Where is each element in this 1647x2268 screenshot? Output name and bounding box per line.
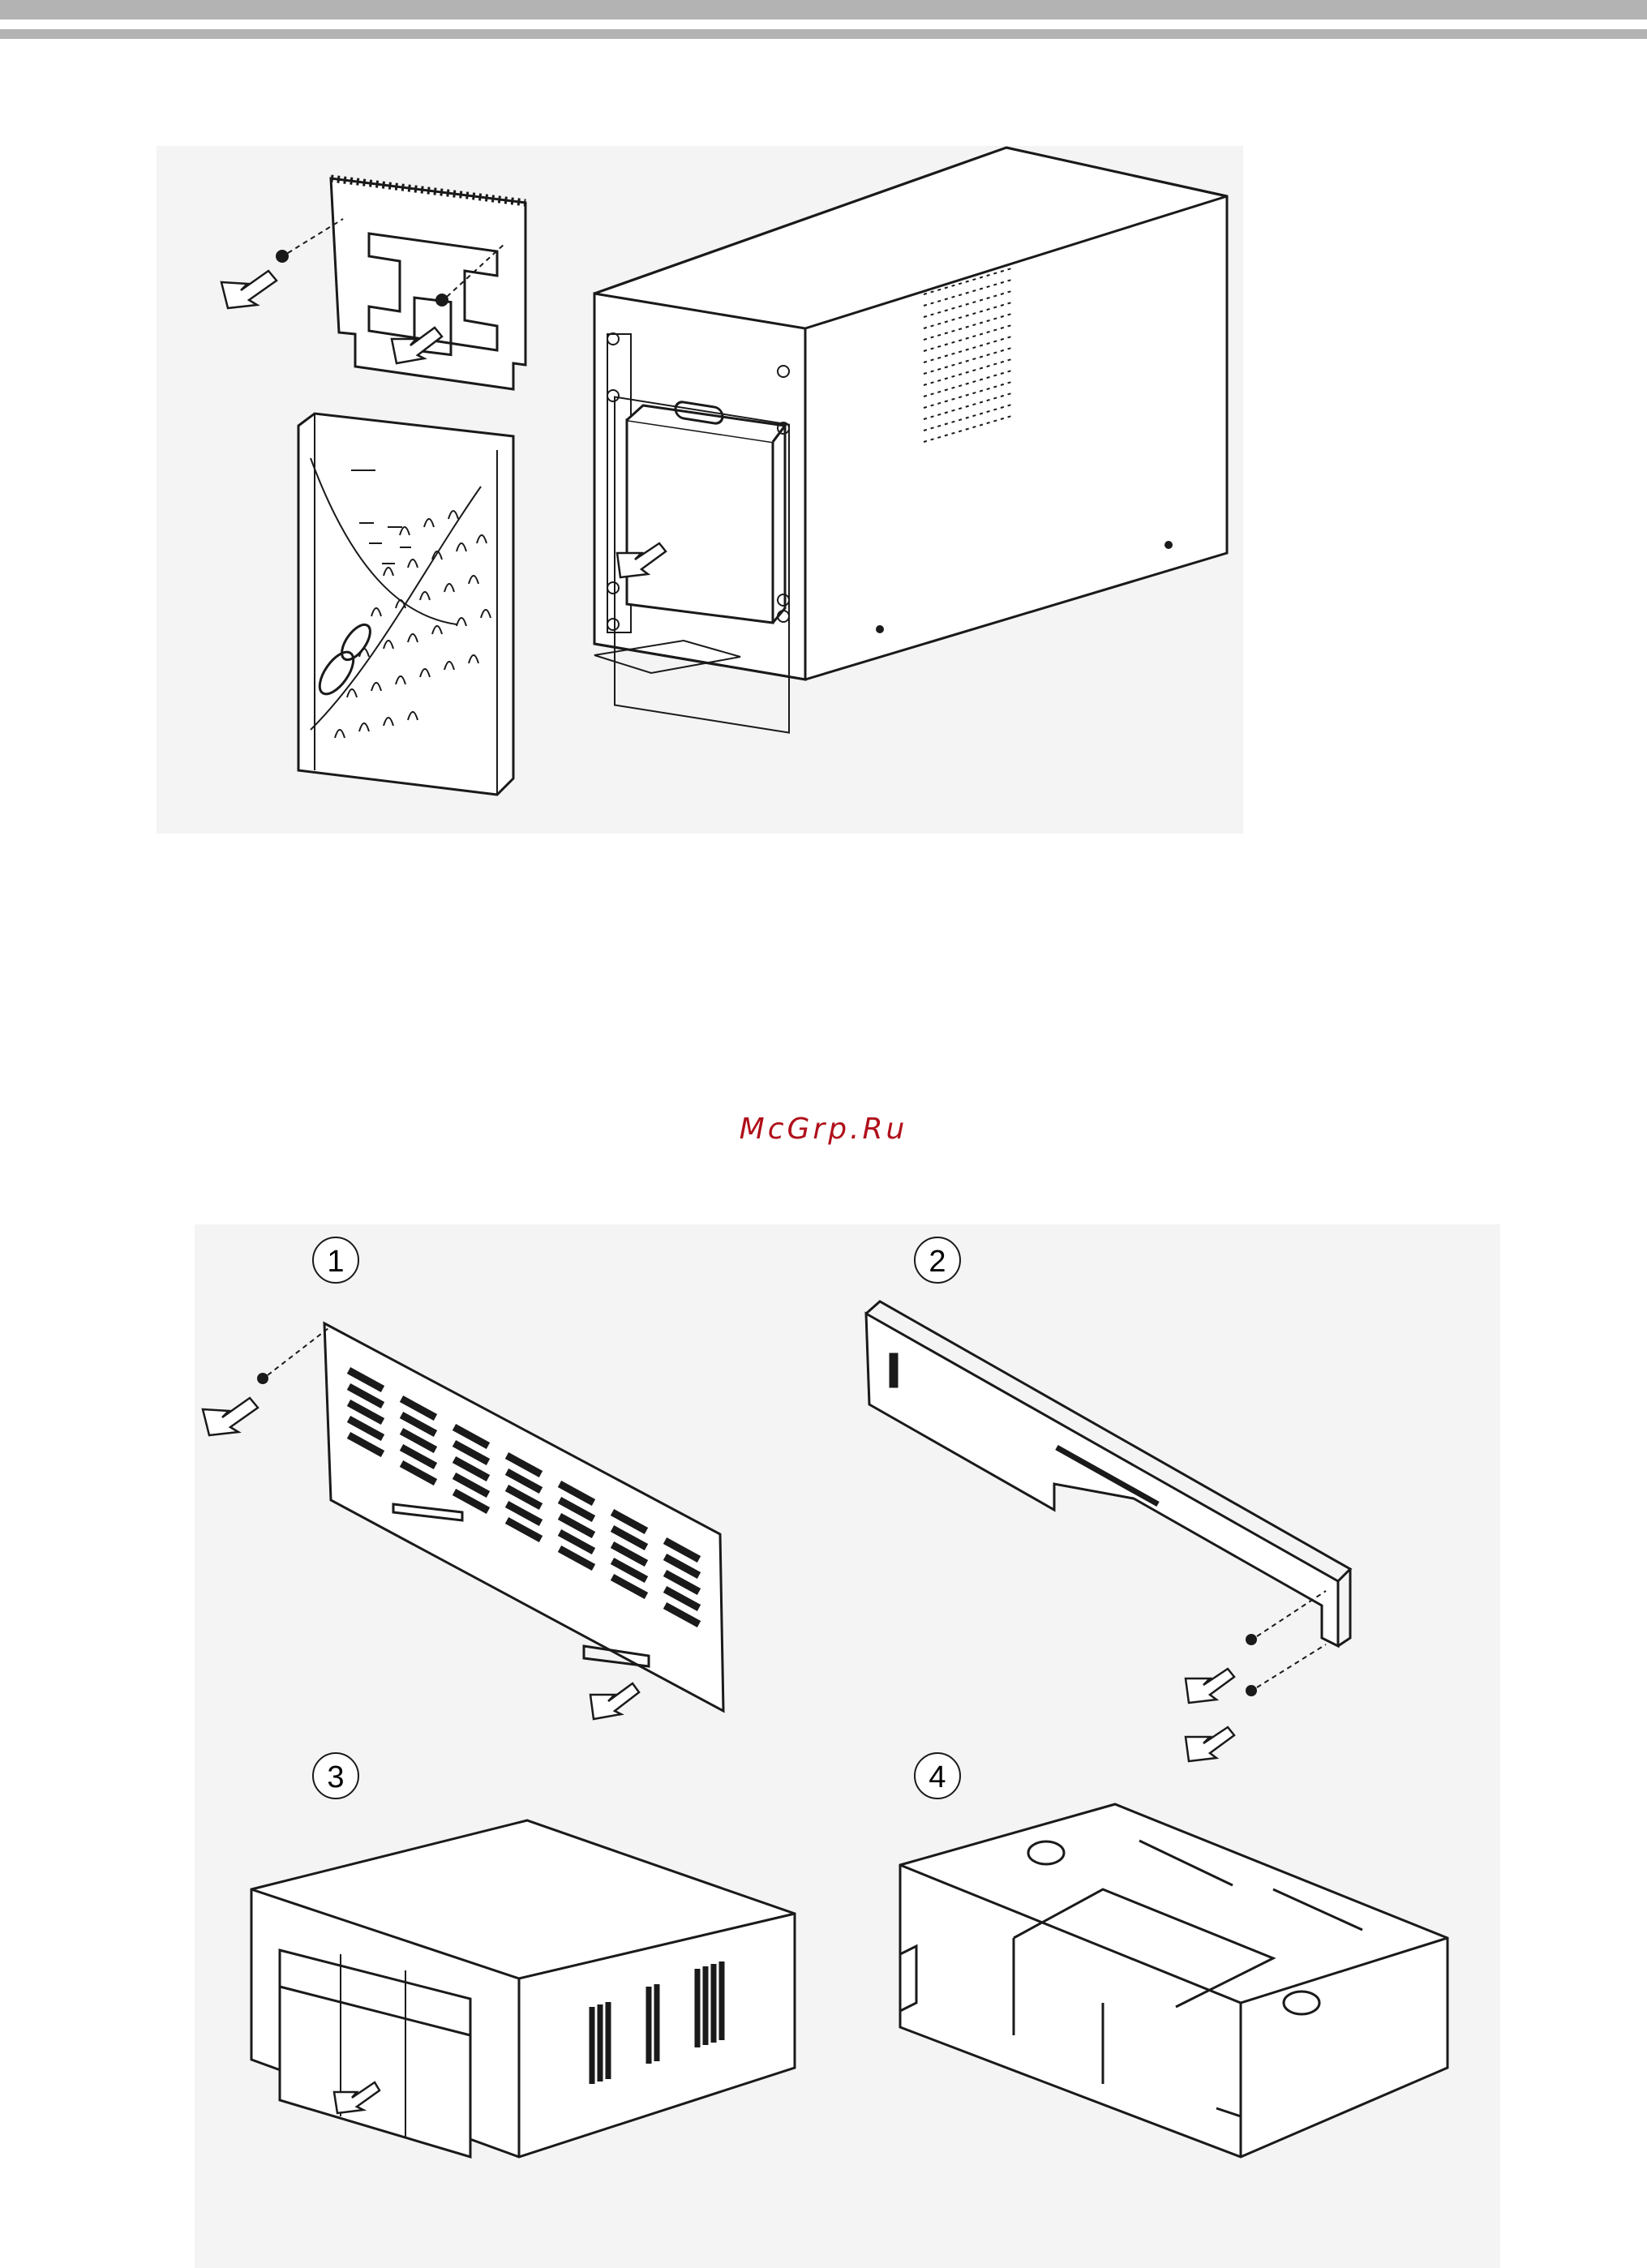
watermark: McGrp.Ru xyxy=(0,1113,1647,1146)
ups-front-panel-removal-figure xyxy=(157,146,1243,834)
mounting-bracket xyxy=(331,178,525,389)
battery-replacement-steps-figure: 1 2 3 xyxy=(195,1224,1500,2268)
header-rule-top xyxy=(0,0,1647,19)
header-rule-bottom xyxy=(0,29,1647,39)
front-panel xyxy=(298,414,513,795)
step-number-4: 4 xyxy=(929,1760,946,1794)
step-number-2: 2 xyxy=(929,1245,946,1279)
step-number-3: 3 xyxy=(327,1760,344,1794)
step-number-1: 1 xyxy=(327,1245,344,1279)
